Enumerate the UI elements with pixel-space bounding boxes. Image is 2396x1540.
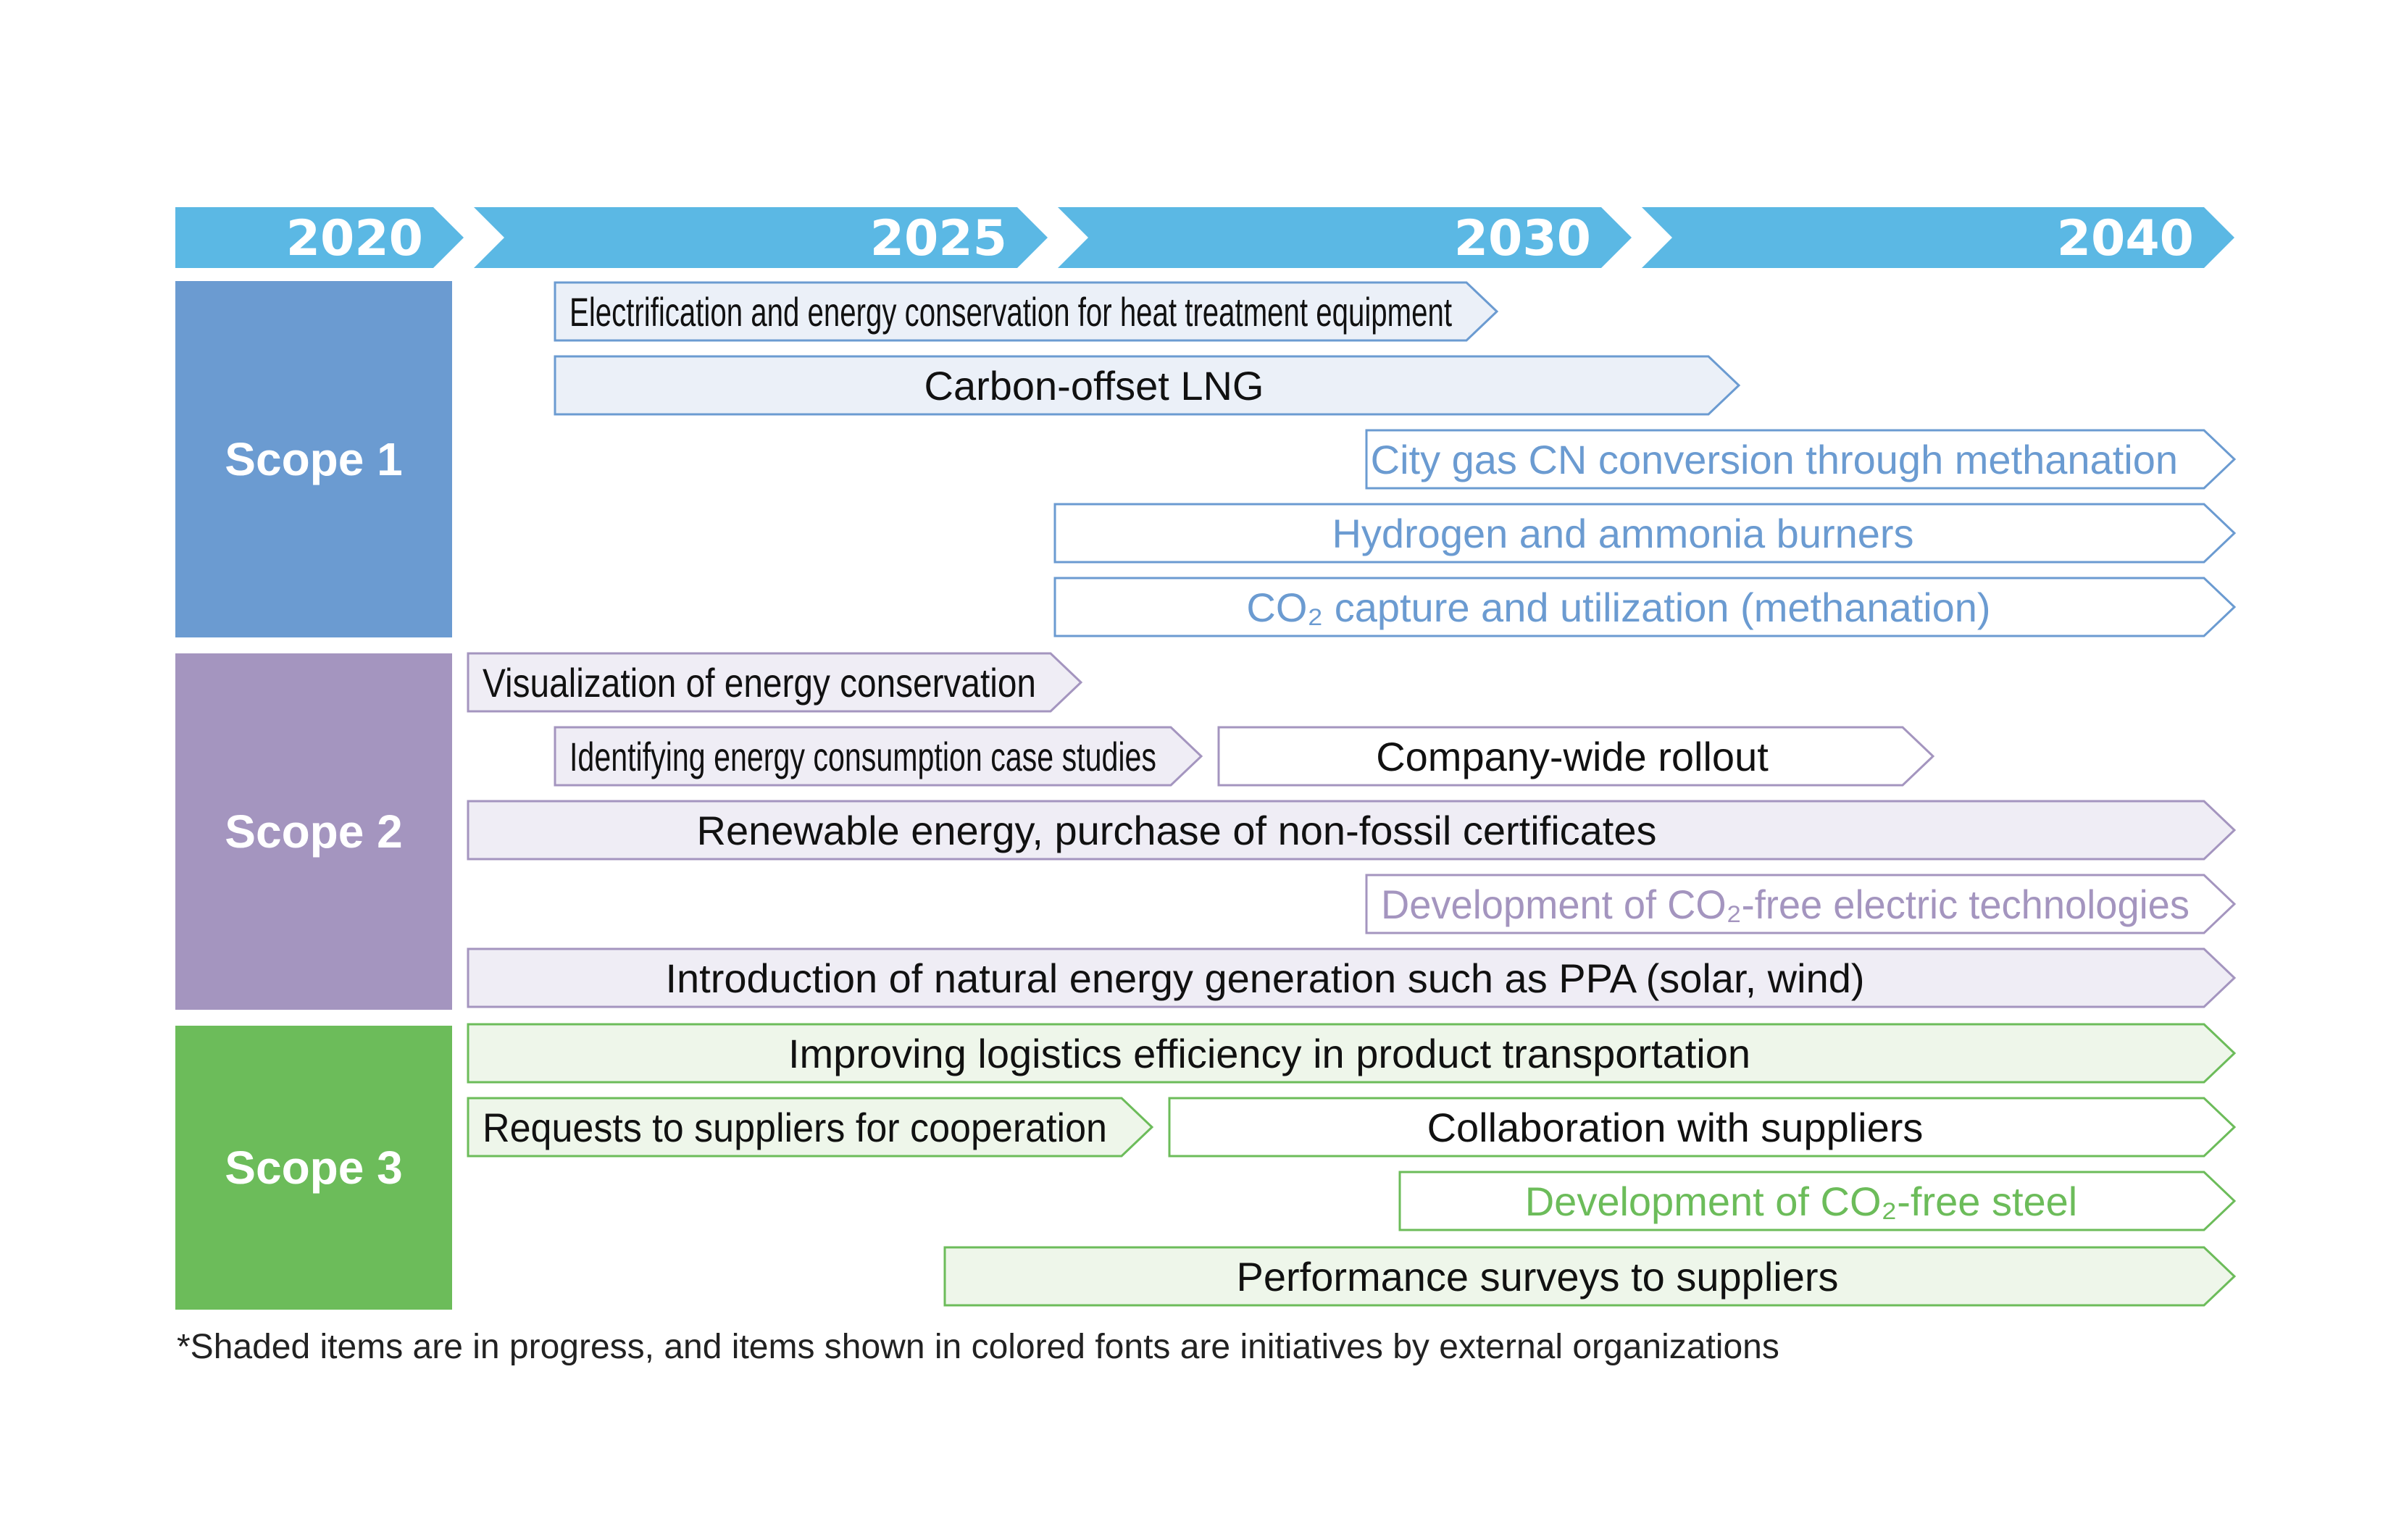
initiative-bar <box>1053 503 2237 564</box>
initiative-label: Performance surveys to suppliers <box>1236 1254 1838 1300</box>
initiative-bar <box>1053 577 2237 637</box>
initiative-bar <box>467 1097 1154 1158</box>
initiative-label: Collaboration with suppliers <box>1427 1105 1924 1150</box>
scope-2-block <box>175 653 452 1010</box>
initiative-bar <box>554 355 1741 416</box>
initiative-bar <box>1168 1097 2237 1158</box>
initiative-label: Company-wide rollout <box>1376 734 1769 779</box>
initiative-label: Renewable energy, purchase of non-fossil… <box>697 808 1657 853</box>
initiative-bar <box>467 947 2237 1008</box>
initiative-label: Introduction of natural energy generatio… <box>665 955 1864 1001</box>
initiative-label: City gas CN conversion through methanati… <box>1371 437 2178 482</box>
initiative-bar <box>943 1246 2237 1307</box>
scope-3-label: Scope 3 <box>225 1142 402 1194</box>
scope-1-label: Scope 1 <box>225 433 402 485</box>
initiative-label: Development of CO₂-free electric technol… <box>1381 882 2190 927</box>
initiative-bar <box>467 800 2237 861</box>
timeline-segment <box>1642 207 2234 268</box>
scope-2-label: Scope 2 <box>225 805 402 858</box>
initiative-label: Development of CO₂-free steel <box>1525 1179 2078 1224</box>
scope-1-block <box>175 281 452 637</box>
scope-3-block <box>175 1026 452 1310</box>
footnote: *Shaded items are in progress, and items… <box>177 1328 1779 1366</box>
initiative-label: Visualization of energy conservation <box>483 660 1036 706</box>
initiative-bar <box>467 652 1083 713</box>
timeline-year-2040: 2040 <box>2057 210 2194 267</box>
initiative-bar <box>554 726 1203 787</box>
initiative-label: Requests to suppliers for cooperation <box>483 1105 1107 1150</box>
timeline-segment <box>474 207 1048 268</box>
initiative-bars: Electrification and energy conservation … <box>467 281 2237 1307</box>
timeline-arrow: 2020 2025 2030 2040 <box>175 207 2234 268</box>
initiative-label: Improving logistics efficiency in produc… <box>788 1031 1750 1076</box>
initiative-bar <box>1365 874 2237 934</box>
scope-blocks: Scope 1 Scope 2 Scope 3 <box>175 281 452 1310</box>
initiative-label: CO₂ capture and utilization (methanation… <box>1246 585 1990 630</box>
timeline-year-2020: 2020 <box>286 210 423 267</box>
initiative-bar <box>467 1023 2237 1084</box>
initiative-bar <box>1217 726 1935 787</box>
timeline-segment <box>175 207 464 268</box>
initiative-label: Electrification and energy conservation … <box>569 289 1452 335</box>
timeline-year-2030: 2030 <box>1454 210 1591 267</box>
initiative-label: Hydrogen and ammonia burners <box>1332 511 1913 556</box>
initiative-bar <box>1365 429 2237 490</box>
timeline-year-2025: 2025 <box>870 210 1007 267</box>
initiative-label: Identifying energy consumption case stud… <box>569 734 1156 779</box>
initiative-bar <box>1398 1171 2237 1231</box>
initiative-bar <box>554 281 1499 342</box>
timeline-segment <box>1058 207 1632 268</box>
initiative-label: Carbon-offset LNG <box>924 363 1264 409</box>
